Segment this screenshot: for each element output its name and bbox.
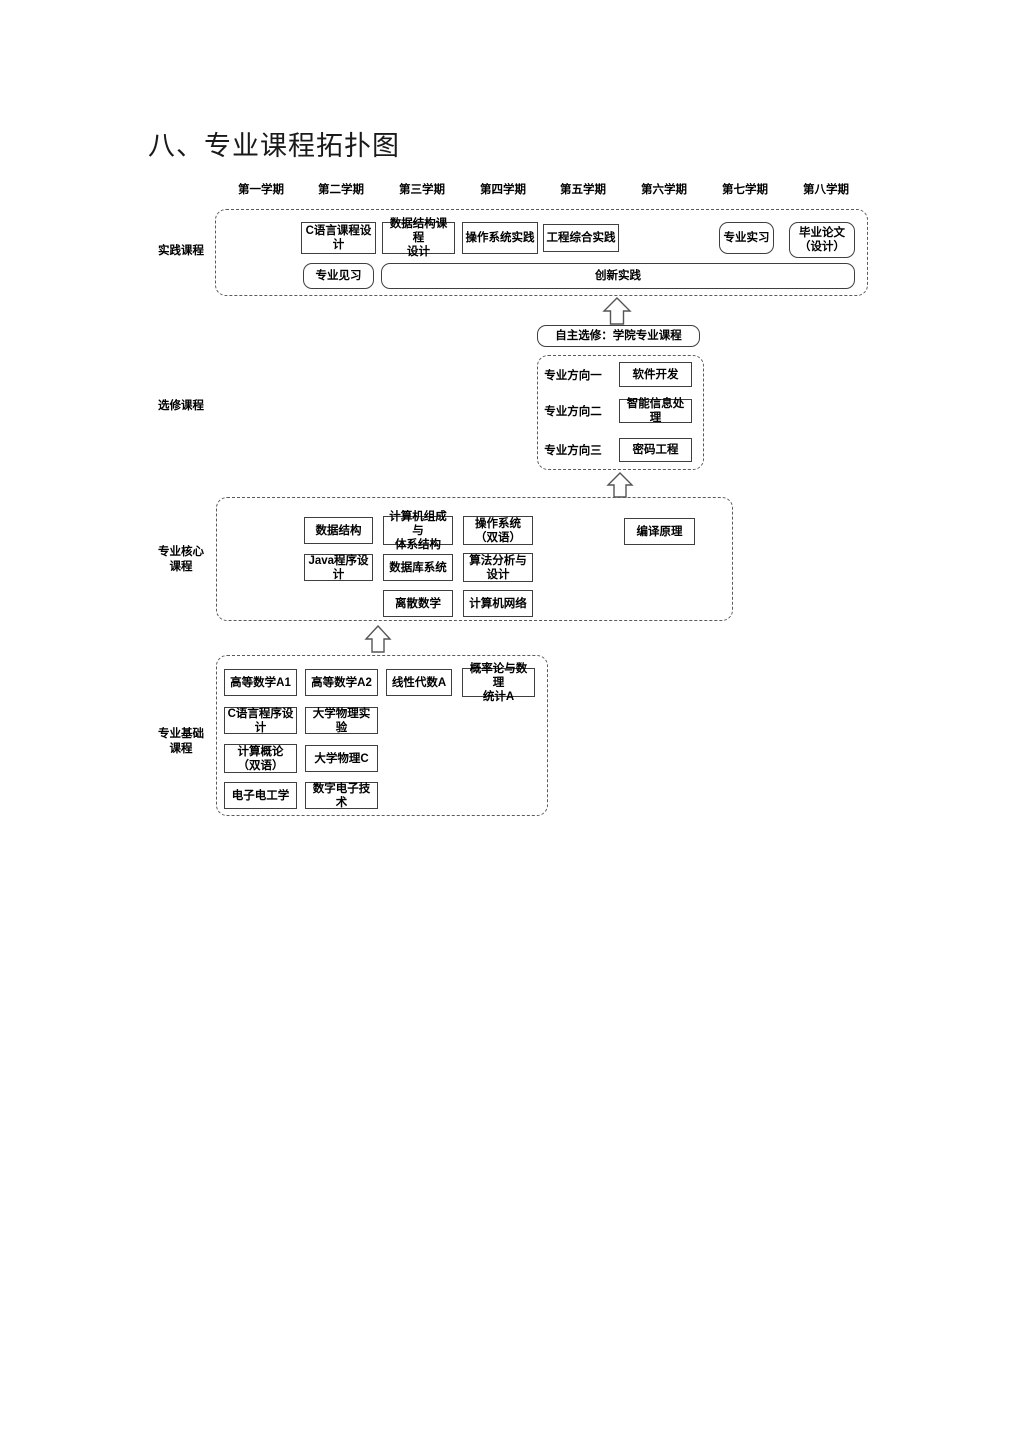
course-box-cryptography-engineering[interactable]: 密码工程 <box>619 438 692 462</box>
course-box-self-selected-college-major-courses[interactable]: 自主选修：学院专业课程 <box>537 325 700 347</box>
course-box-computer-organization-architecture[interactable]: 计算机组成与 体系结构 <box>383 511 453 551</box>
course-box-computing-introduction-bilingual[interactable]: 计算概论 （双语） <box>224 744 297 773</box>
course-box-innovation-practice[interactable]: 创新实践 <box>381 263 855 289</box>
course-box-university-physics-experiment[interactable]: 大学物理实验 <box>305 707 378 734</box>
core-courses-group <box>216 497 733 621</box>
course-box-data-structure[interactable]: 数据结构 <box>304 517 373 544</box>
course-box-graduation-thesis[interactable]: 毕业论文 （设计） <box>789 222 855 258</box>
course-box-database-system[interactable]: 数据库系统 <box>383 554 453 581</box>
course-label-line1: 数据结构课程 <box>389 218 448 244</box>
course-box-university-physics-c[interactable]: 大学物理C <box>305 745 378 772</box>
course-box-java-programming[interactable]: Java程序设计 <box>304 554 373 581</box>
course-label-line2: 设计 <box>486 568 510 581</box>
course-box-electronic-electrical-engineering[interactable]: 电子电工学 <box>224 782 297 809</box>
arrow-up-elective-to-practice <box>601 297 633 325</box>
course-label-line1: 毕业论文 <box>799 227 845 239</box>
course-box-engineering-comprehensive-practice[interactable]: 工程综合实践 <box>543 224 619 252</box>
row-label-elective: 选修课程 <box>158 400 204 412</box>
course-label-line1: 计算机组成与 <box>389 510 447 537</box>
semester-header-8: 第八学期 <box>803 184 849 196</box>
course-box-software-development[interactable]: 软件开发 <box>619 362 692 387</box>
course-label-line2: （双语） <box>237 759 284 772</box>
semester-header-3: 第三学期 <box>399 184 445 196</box>
arrow-up-core-to-elective <box>605 472 635 498</box>
course-box-compiler-principles[interactable]: 编译原理 <box>624 518 695 545</box>
semester-header-7: 第七学期 <box>722 184 768 196</box>
row-label-foundation-line1: 专业基础 <box>158 728 204 740</box>
arrow-up-foundation-to-core <box>363 625 393 653</box>
course-label-line1: 概率论与数理 <box>469 662 528 689</box>
course-label-line2: 设计 <box>407 246 430 258</box>
practice-courses-group <box>215 209 868 296</box>
course-box-c-language-course-design[interactable]: C语言课程设计 <box>301 222 376 254</box>
course-box-advanced-math-a1[interactable]: 高等数学A1 <box>224 669 297 696</box>
semester-header-4: 第四学期 <box>480 184 526 196</box>
course-label-line1: 算法分析与 <box>469 554 527 567</box>
course-box-professional-observation[interactable]: 专业见习 <box>303 263 374 289</box>
course-box-data-structure-course-design[interactable]: 数据结构课程 设计 <box>382 218 455 258</box>
page-title: 八、专业课程拓扑图 <box>148 131 400 161</box>
course-box-operating-system-bilingual[interactable]: 操作系统 （双语） <box>463 516 533 545</box>
course-box-intelligent-information-processing[interactable]: 智能信息处理 <box>619 398 692 424</box>
semester-header-5: 第五学期 <box>560 184 606 196</box>
course-label-line2: 统计A <box>482 690 515 703</box>
course-label-line2: （设计） <box>799 241 845 253</box>
elective-direction-2-label: 专业方向二 <box>544 406 602 418</box>
semester-header-2: 第二学期 <box>318 184 364 196</box>
course-label-line2: （双语） <box>475 531 521 544</box>
row-label-practice: 实践课程 <box>158 245 204 257</box>
elective-direction-3-label: 专业方向三 <box>544 445 602 457</box>
row-label-foundation: 专业基础 课程 <box>148 727 214 757</box>
course-box-discrete-mathematics[interactable]: 离散数学 <box>383 590 453 617</box>
course-box-advanced-math-a2[interactable]: 高等数学A2 <box>305 669 378 696</box>
row-label-core: 专业核心 课程 <box>148 545 214 575</box>
course-box-linear-algebra-a[interactable]: 线性代数A <box>386 669 452 696</box>
course-box-os-practice[interactable]: 操作系统实践 <box>462 222 538 254</box>
row-label-core-line1: 专业核心 <box>158 546 204 558</box>
course-box-c-language-programming[interactable]: C语言程序设计 <box>224 707 297 734</box>
course-box-computer-network[interactable]: 计算机网络 <box>463 590 533 617</box>
course-label-line1: 计算概论 <box>237 745 284 758</box>
foundation-courses-group <box>216 655 548 816</box>
course-box-professional-internship[interactable]: 专业实习 <box>719 222 774 254</box>
course-box-digital-electronic-technology[interactable]: 数字电子技术 <box>305 782 378 809</box>
elective-direction-1-label: 专业方向一 <box>544 370 602 382</box>
elective-directions-group <box>537 355 704 470</box>
semester-header-6: 第六学期 <box>641 184 687 196</box>
course-label-line2: 体系结构 <box>395 538 441 551</box>
semester-header-1: 第一学期 <box>238 184 284 196</box>
row-label-core-line2: 课程 <box>169 561 193 573</box>
course-label-line1: 操作系统 <box>475 517 521 530</box>
course-box-algorithm-analysis-design[interactable]: 算法分析与 设计 <box>463 553 533 582</box>
row-label-foundation-line2: 课程 <box>169 743 193 755</box>
course-box-probability-statistics-a[interactable]: 概率论与数理 统计A <box>462 663 535 703</box>
